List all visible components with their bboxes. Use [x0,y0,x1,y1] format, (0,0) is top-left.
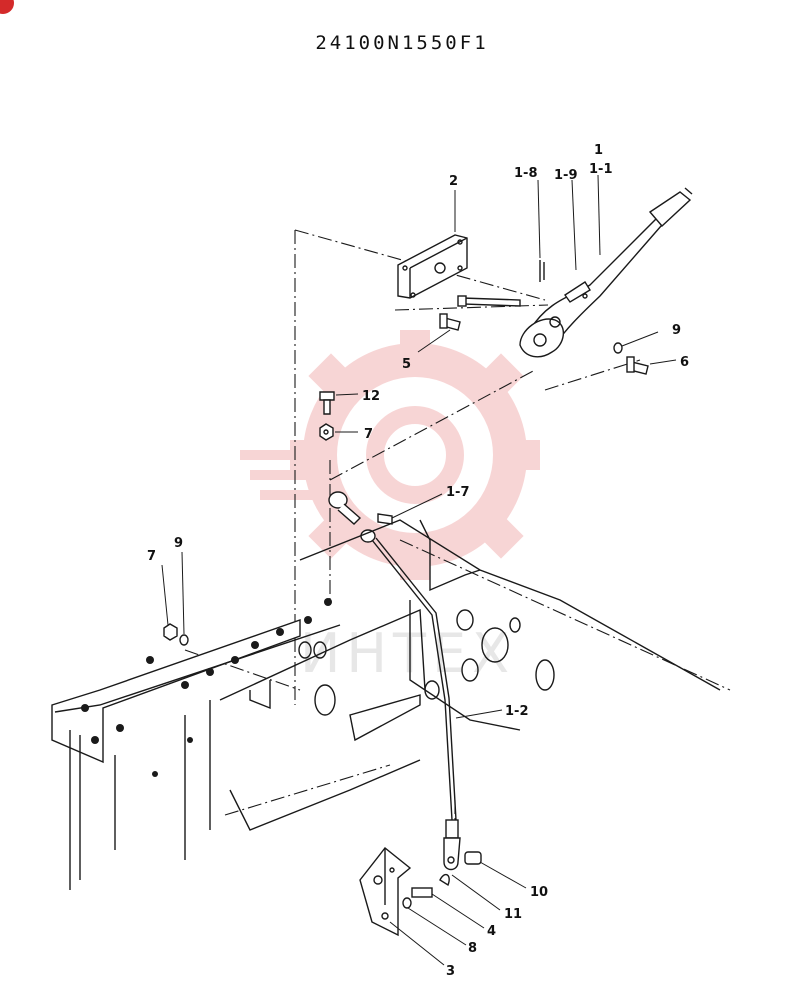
bolt-6 [626,356,649,375]
washer-9-top [613,342,623,354]
clevis-1-7 [328,491,393,525]
bracket-3 [359,847,412,937]
bolt-12 [319,391,335,415]
leader-lines [161,174,677,966]
nut-7-frame [163,623,178,641]
callout-1-8: 1-8 [514,166,538,181]
callout-12: 12 [362,389,380,404]
clip-11 [439,873,450,887]
callout-3: 3 [446,964,455,979]
bolt-5 [439,313,461,331]
callout-10: 10 [530,885,548,900]
nut-7-top [319,423,334,441]
corner-badge [0,0,14,14]
frame-structure [51,519,721,890]
callout-8: 8 [468,941,477,956]
washer-9-frame [179,634,189,646]
brake-cable-rod [360,529,461,871]
callout-9-frame: 9 [174,536,183,551]
callout-2: 2 [449,174,458,189]
part-number-title: 24100N1550F1 [315,32,489,54]
callout-1-9: 1-9 [554,168,578,183]
callout-4: 4 [487,924,496,939]
bolt-4 [411,887,433,898]
pin-10 [464,851,482,865]
callout-1-2: 1-2 [505,704,529,719]
callout-1-1: 1-1 [589,162,613,177]
callout-1: 1 [594,143,603,158]
mounting-plate [397,234,468,299]
callout-9-top: 9 [672,323,681,338]
callout-7-frame: 7 [147,549,156,564]
callout-1-7: 1-7 [446,485,470,500]
pivot-bolt [457,295,521,307]
parking-brake-lever [519,187,693,358]
callout-11: 11 [504,907,522,922]
callout-7-top: 7 [364,427,373,442]
callout-5: 5 [402,357,411,372]
watermark-gear-icon [240,330,540,580]
washer-8 [402,897,412,909]
watermark-text: ИНТЕХ [300,622,515,685]
callout-6: 6 [680,355,689,370]
